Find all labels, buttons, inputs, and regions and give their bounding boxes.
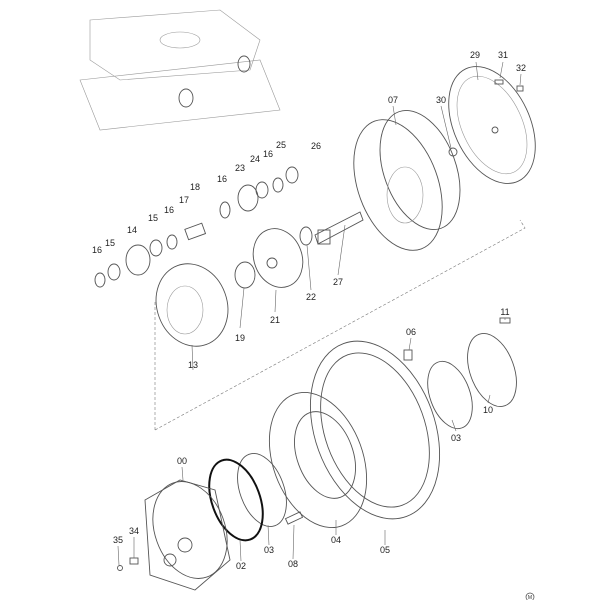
label-02: 02 bbox=[236, 561, 246, 571]
label-15: 15 bbox=[148, 213, 158, 223]
part-hub-04 bbox=[268, 391, 368, 529]
label-31: 31 bbox=[498, 50, 508, 60]
label-16: 16 bbox=[263, 149, 273, 159]
label-16: 16 bbox=[217, 174, 227, 184]
part-washer-22 bbox=[299, 226, 313, 246]
label-10: 10 bbox=[483, 405, 493, 415]
part-35 bbox=[117, 565, 123, 571]
part-oring-02 bbox=[208, 458, 264, 542]
publisher-logo: M bbox=[525, 592, 535, 600]
part-seal-03 bbox=[427, 360, 473, 430]
assembly-guide-line bbox=[154, 219, 526, 431]
label-35: 35 bbox=[113, 535, 123, 545]
label-00: 00 bbox=[177, 456, 187, 466]
part-carrier-21 bbox=[252, 228, 304, 288]
label-17: 17 bbox=[179, 195, 189, 205]
label-07: 07 bbox=[388, 95, 398, 105]
small-parts bbox=[94, 166, 299, 289]
part-06 bbox=[403, 349, 413, 361]
label-23: 23 bbox=[235, 163, 245, 173]
part-34 bbox=[129, 557, 139, 565]
label-15: 15 bbox=[105, 238, 115, 248]
part-housing-13 bbox=[155, 263, 229, 347]
label-04: 04 bbox=[331, 535, 341, 545]
part-shaft-27 bbox=[314, 211, 364, 245]
part-seal-03-lower bbox=[237, 453, 287, 527]
part-drum-07 bbox=[353, 110, 461, 251]
label-29: 29 bbox=[470, 50, 480, 60]
label-30: 30 bbox=[436, 95, 446, 105]
label-32: 32 bbox=[516, 63, 526, 73]
label-25: 25 bbox=[276, 140, 286, 150]
label-11: 11 bbox=[500, 307, 509, 317]
part-labels: 29 31 32 07 30 25 26 16 23 24 16 18 17 1… bbox=[92, 50, 526, 571]
part-cover-29 bbox=[448, 66, 536, 184]
undercarriage-illustration bbox=[79, 9, 281, 131]
leader-lines bbox=[117, 61, 522, 566]
label-16: 16 bbox=[92, 245, 102, 255]
svg-text:M: M bbox=[528, 595, 532, 600]
label-08: 08 bbox=[288, 559, 298, 569]
part-bolt-08 bbox=[284, 511, 304, 525]
part-motor-00 bbox=[144, 479, 231, 591]
label-34: 34 bbox=[129, 526, 139, 536]
label-03: 03 bbox=[264, 545, 274, 555]
part-seal-10 bbox=[467, 333, 517, 407]
label-18: 18 bbox=[190, 182, 200, 192]
label-19: 19 bbox=[235, 333, 245, 343]
label-21: 21 bbox=[270, 315, 280, 325]
label-27: 27 bbox=[333, 277, 343, 287]
label-16: 16 bbox=[164, 205, 174, 215]
part-sprocket-05 bbox=[309, 340, 441, 520]
label-06: 06 bbox=[406, 327, 416, 337]
label-26: 26 bbox=[311, 141, 321, 151]
label-03: 03 bbox=[451, 433, 461, 443]
label-22: 22 bbox=[306, 292, 316, 302]
label-14: 14 bbox=[127, 225, 137, 235]
label-24: 24 bbox=[250, 154, 260, 164]
label-05: 05 bbox=[380, 545, 390, 555]
